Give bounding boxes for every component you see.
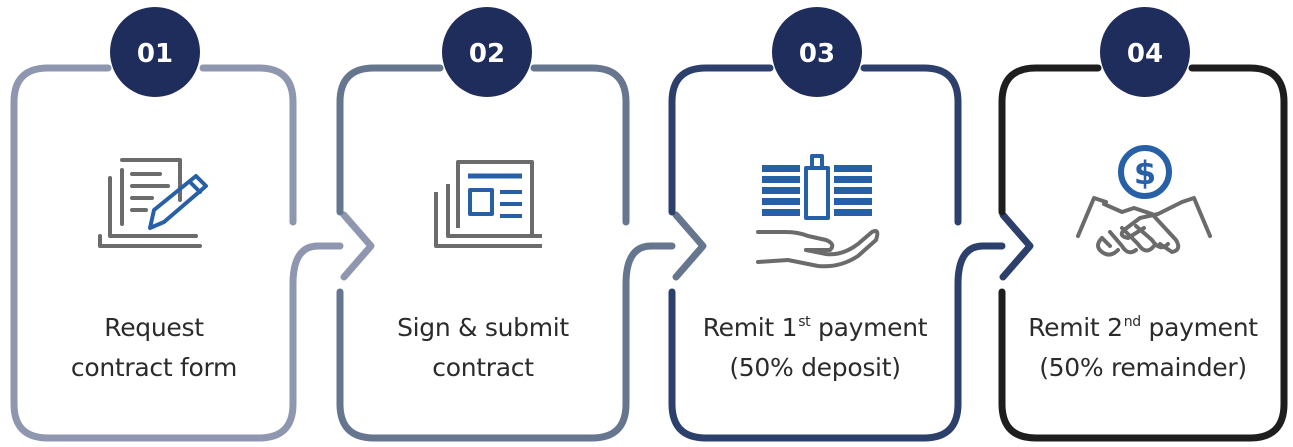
step-1-border (10, 64, 344, 442)
step-3-border (668, 64, 774, 216)
step-1-badge: 01 (110, 7, 200, 97)
arrow-2-icon (672, 211, 707, 281)
step-2-border-bottom (336, 242, 676, 442)
newspaper-icon (434, 160, 542, 248)
step-3-line1: Remit 1st payment (675, 308, 955, 348)
step-3-line1-main: Remit 1 (702, 313, 798, 342)
step-3-border-top (860, 64, 962, 226)
step-3-badge: 03 (772, 7, 862, 97)
step-2-border (336, 64, 444, 216)
arrow-1-icon (340, 211, 375, 281)
step-2-badge: 02 (442, 7, 532, 97)
step-3-line2: (50% deposit) (729, 353, 901, 382)
step-2-border-top (530, 64, 630, 226)
arrow-3-icon (999, 211, 1034, 281)
step-1-border-top (199, 64, 297, 226)
step-1-label: Request contract form (14, 308, 294, 388)
step-4-line1-tail: payment (1140, 313, 1259, 342)
step-4-border-bottom (998, 64, 1288, 442)
step-3-label: Remit 1st payment (50% deposit) (675, 308, 955, 388)
step-3-card (668, 64, 1034, 442)
step-1-number: 01 (137, 39, 173, 69)
step-2-line1: Sign & submit (397, 313, 569, 342)
step-1-line2: contract form (70, 353, 238, 382)
step-2-label: Sign & submit contract (343, 308, 623, 388)
step-2-number: 02 (469, 39, 505, 69)
step-2-card (336, 64, 707, 442)
svg-text:$: $ (1134, 154, 1156, 192)
step-3-line1-tail: payment (810, 313, 928, 342)
step-3-border-bottom (668, 242, 1006, 442)
step-4-badge: 04 (1100, 7, 1190, 97)
step-4-card (998, 64, 1288, 442)
step-4-number: 04 (1127, 39, 1163, 69)
document-pen-icon (98, 158, 208, 248)
step-4-border (998, 64, 1102, 216)
handshake-dollar-icon: $ (1076, 145, 1212, 257)
step-2-line2: contract (432, 353, 534, 382)
step-1-line1: Request (104, 313, 204, 342)
step-3-line1-sup: st (798, 314, 811, 330)
step-4-label: Remit 2nd payment (50% remainder) (1003, 308, 1283, 388)
step-3-number: 03 (799, 39, 835, 69)
step-4-line1-main: Remit 2 (1028, 313, 1123, 342)
step-1-card (10, 64, 375, 442)
step-4-line1-sup: nd (1123, 314, 1141, 330)
step-4-line2: (50% remainder) (1039, 353, 1247, 382)
step-4-line1: Remit 2nd payment (1003, 308, 1283, 348)
money-hand-icon (756, 154, 880, 269)
